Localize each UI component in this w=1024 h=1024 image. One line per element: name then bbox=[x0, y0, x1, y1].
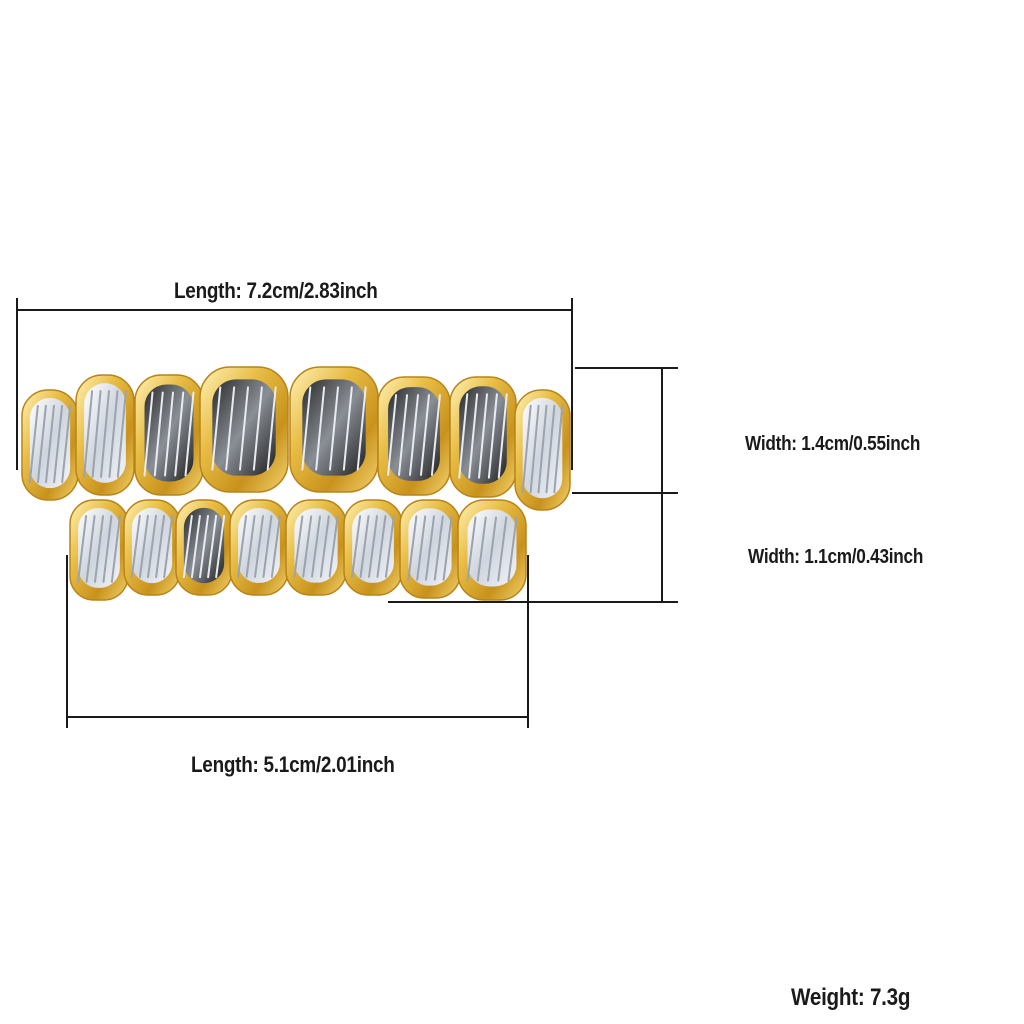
upper-tooth bbox=[289, 366, 379, 493]
upper-width-label: Width: 1.4cm/0.55inch bbox=[745, 433, 921, 455]
bottom-length-label: Length: 5.1cm/2.01inch bbox=[191, 752, 395, 777]
lower-tooth bbox=[399, 499, 461, 599]
lower-tooth bbox=[229, 499, 289, 596]
lower-tooth bbox=[343, 499, 403, 596]
top-length-label: Length: 7.2cm/2.83inch bbox=[174, 278, 378, 303]
bottom-length-line bbox=[66, 555, 529, 728]
weight-label: Weight: 7.3g bbox=[791, 984, 911, 1011]
lower-tooth bbox=[123, 499, 181, 596]
upper-tooth bbox=[134, 374, 204, 496]
upper-tooth bbox=[449, 376, 517, 498]
lower-grill bbox=[69, 499, 527, 601]
upper-tooth bbox=[199, 366, 289, 493]
upper-tooth bbox=[377, 376, 451, 496]
upper-tooth bbox=[514, 389, 571, 511]
top-length-line bbox=[16, 298, 573, 470]
lower-tooth bbox=[457, 499, 527, 601]
lower-tooth bbox=[285, 499, 347, 596]
lower-tooth bbox=[175, 499, 233, 596]
lower-width-label: Width: 1.1cm/0.43inch bbox=[748, 546, 924, 568]
upper-grill bbox=[21, 366, 571, 511]
upper-tooth bbox=[75, 374, 135, 496]
upper-tooth bbox=[21, 389, 79, 501]
width-bracket-lines bbox=[388, 367, 678, 603]
lower-tooth bbox=[69, 499, 129, 601]
